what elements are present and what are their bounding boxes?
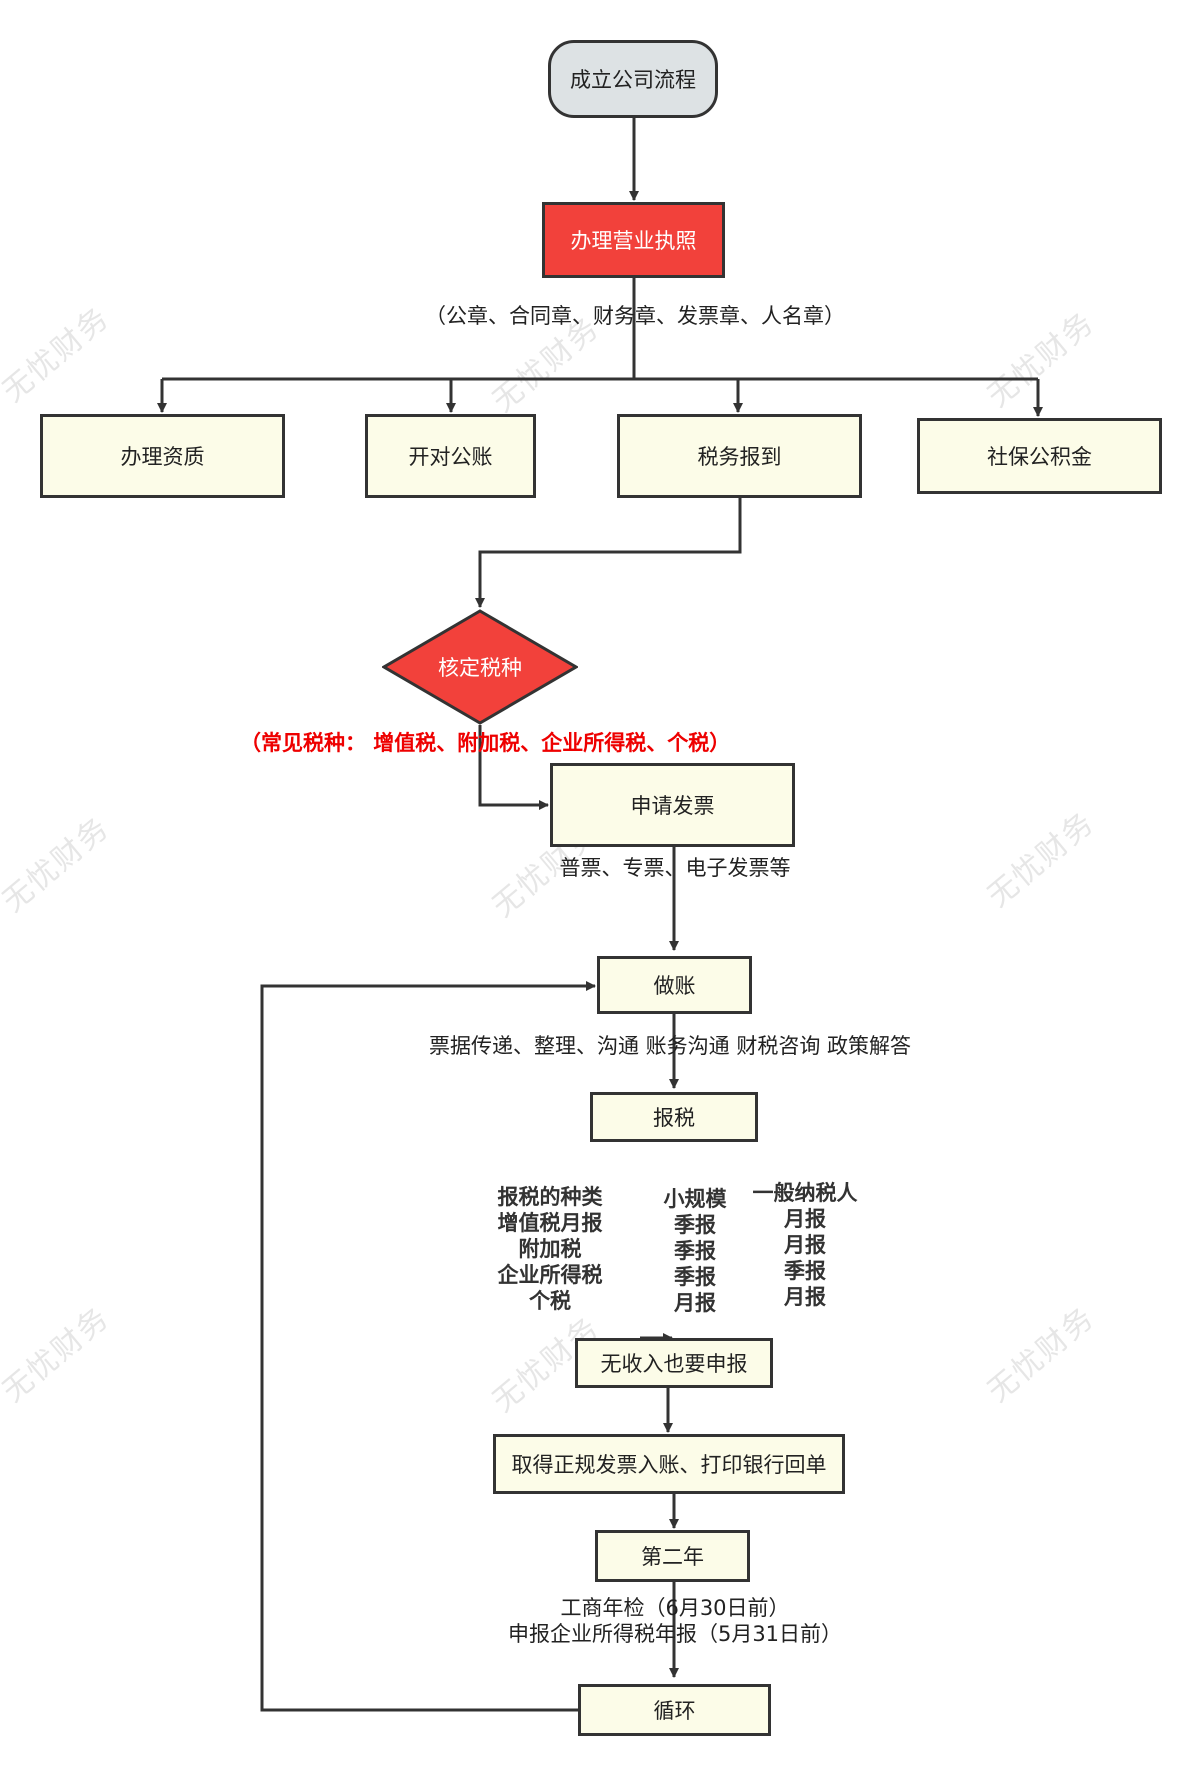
annual-report-label: 申报企业所得税年报（5月31日前） — [507, 1622, 843, 1646]
annual-check-label: 工商年检（6月30日前） — [560, 1596, 790, 1620]
second-year-node: 第二年 — [595, 1530, 750, 1582]
common-taxes-note: （常见税种： 增值税、附加税、企业所得税、个税） — [240, 731, 731, 755]
tax-kind-header: 报税的种类 — [497, 1185, 603, 1209]
start-node-label: 成立公司流程 — [570, 68, 696, 92]
small-scale-item: 季报 — [674, 1265, 716, 1289]
seals-label: （公章、合同章、财务章、发票章、人名章） — [425, 304, 845, 328]
tax-kinds-column: 报税的种类 增值税月报 附加税 企业所得税 个税 — [490, 1184, 610, 1314]
loop-node-label: 循环 — [653, 1699, 696, 1723]
general-taxpayer-item: 季报 — [784, 1259, 826, 1283]
social-insurance-node: 社保公积金 — [917, 418, 1162, 494]
zero-filing-node: 无收入也要申报 — [575, 1338, 773, 1388]
invoice-types-label: 普票、专票、电子发票等 — [559, 856, 791, 880]
connector-loop-back — [260, 981, 596, 1712]
receipts-node: 取得正规发票入账、打印银行回单 — [493, 1434, 845, 1494]
bookkeeping-node: 做账 — [597, 956, 752, 1014]
tax-register-node: 税务报到 — [617, 414, 862, 498]
general-taxpayer-column: 一般纳税人 月报 月报 季报 月报 — [750, 1180, 860, 1310]
license-node-label: 办理营业执照 — [570, 229, 697, 253]
general-taxpayer-item: 月报 — [784, 1233, 826, 1257]
loop-node: 循环 — [578, 1684, 771, 1736]
tax-kind-item: 企业所得税 — [497, 1263, 603, 1287]
social-insurance-node-label: 社保公积金 — [987, 445, 1092, 469]
tax-filing-node-label: 报税 — [653, 1106, 695, 1130]
tax-kind-item: 增值税月报 — [497, 1211, 603, 1235]
second-year-node-label: 第二年 — [641, 1545, 704, 1569]
qualification-node: 办理资质 — [40, 414, 285, 498]
tax-kind-item: 附加税 — [518, 1237, 582, 1261]
zero-filing-node-label: 无收入也要申报 — [600, 1352, 748, 1376]
small-scale-item: 季报 — [674, 1239, 716, 1263]
account-node: 开对公账 — [365, 414, 536, 498]
start-node: 成立公司流程 — [548, 40, 718, 118]
tax-type-decision: 核定税种 — [382, 609, 578, 725]
account-node-label: 开对公账 — [408, 445, 493, 469]
small-scale-item: 月报 — [674, 1291, 716, 1315]
receipts-node-label: 取得正规发票入账、打印银行回单 — [511, 1453, 827, 1477]
tax-type-label: 核定税种 — [438, 656, 522, 680]
decision-diamond-shape — [382, 609, 578, 725]
services-label: 票据传递、整理、沟通 账务沟通 财税咨询 政策解答 — [428, 1034, 912, 1058]
license-node: 办理营业执照 — [542, 202, 725, 278]
tax-register-node-label: 税务报到 — [697, 445, 782, 469]
qualification-node-label: 办理资质 — [120, 445, 205, 469]
small-scale-column: 小规模 季报 季报 季报 月报 — [655, 1186, 735, 1316]
small-scale-header: 小规模 — [663, 1187, 727, 1211]
invoice-node: 申请发票 — [550, 763, 795, 847]
invoice-node-label: 申请发票 — [630, 794, 715, 818]
general-taxpayer-header: 一般纳税人 — [752, 1181, 858, 1205]
bookkeeping-node-label: 做账 — [653, 974, 696, 998]
general-taxpayer-item: 月报 — [784, 1207, 826, 1231]
tax-filing-node: 报税 — [590, 1092, 758, 1142]
connector-taxreg-taxtype — [475, 498, 742, 608]
small-scale-item: 季报 — [674, 1213, 716, 1237]
general-taxpayer-item: 月报 — [784, 1285, 826, 1309]
connector-taxtype-invoice — [478, 725, 549, 810]
tax-kind-item: 个税 — [529, 1289, 571, 1313]
